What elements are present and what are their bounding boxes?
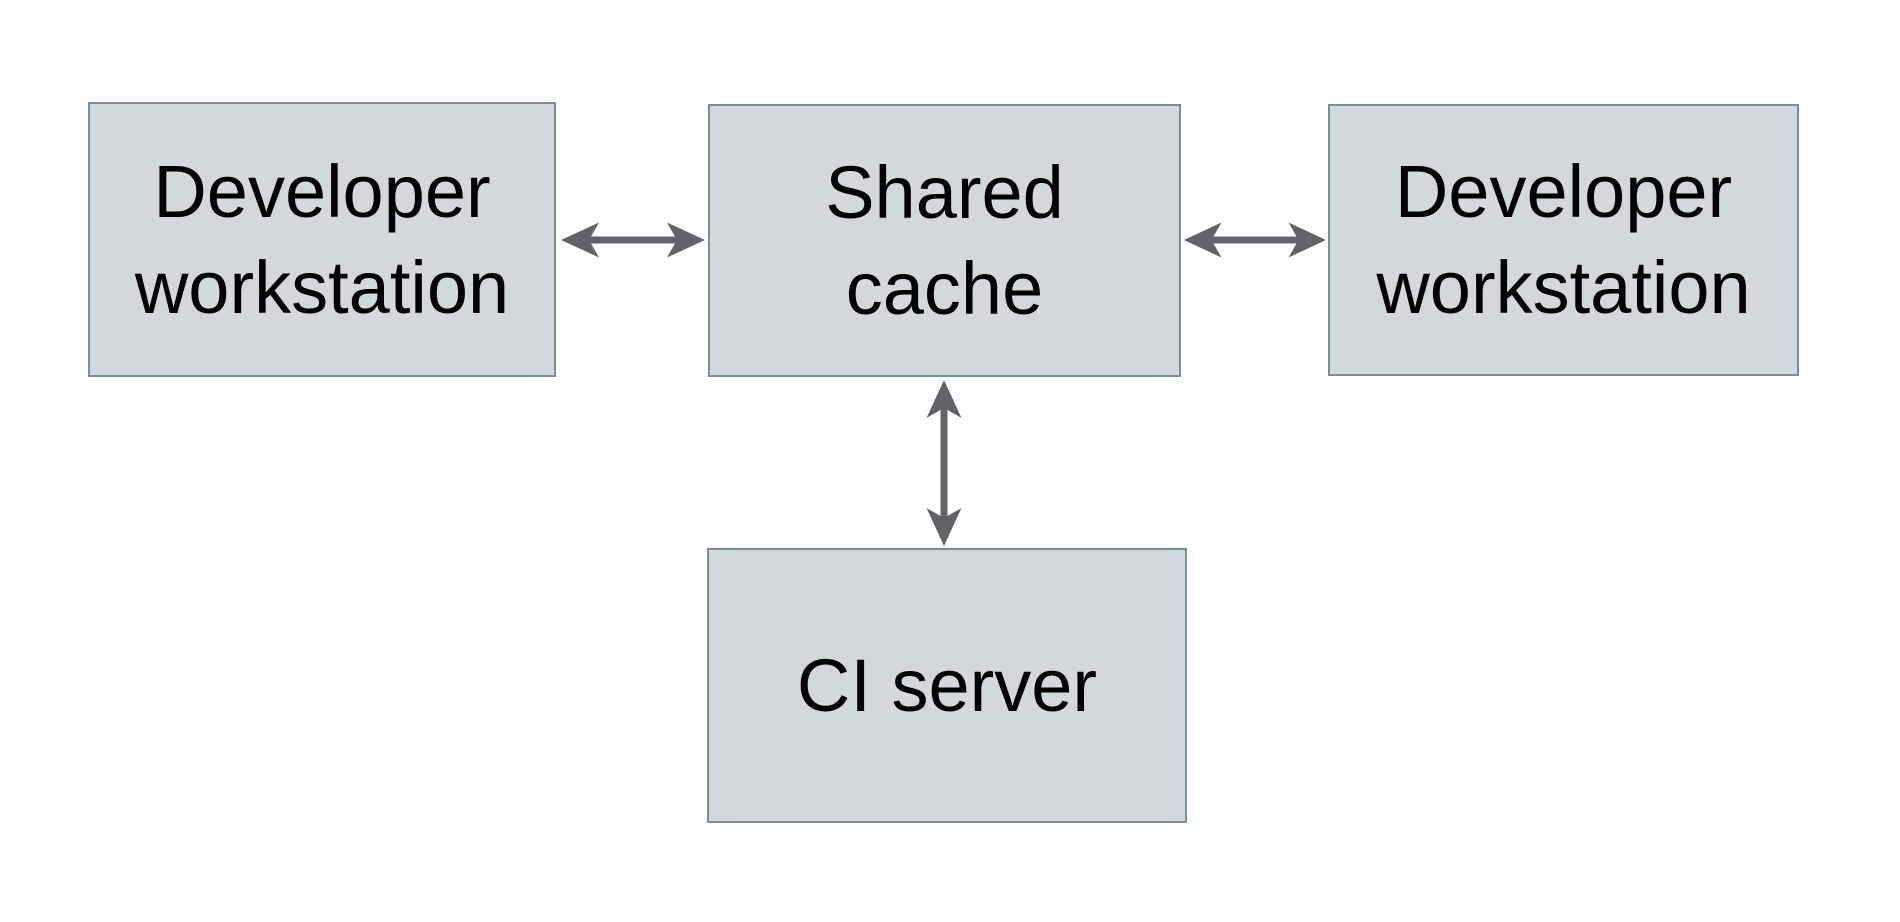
- node-shared-cache: Shared cache: [708, 104, 1181, 377]
- node-label-line: CI server: [796, 643, 1098, 727]
- node-label-line: Shared: [825, 150, 1064, 234]
- node-developer-workstation-right: Developer workstation: [1328, 104, 1799, 376]
- bidirectional-arrow-cache-to-right-workstation-icon: [1182, 220, 1328, 260]
- node-label-line: workstation: [134, 245, 510, 329]
- node-ci-server: CI server: [707, 548, 1187, 823]
- bidirectional-arrow-left-workstation-to-cache-icon: [559, 220, 707, 260]
- node-developer-workstation-left: Developer workstation: [88, 102, 556, 377]
- node-label-line: Developer: [1394, 150, 1733, 233]
- node-label-line: Developer: [153, 149, 491, 233]
- node-label-line: cache: [845, 246, 1044, 330]
- bidirectional-arrow-cache-to-ci-server-icon: [924, 378, 964, 548]
- node-label-line: workstation: [1376, 246, 1751, 329]
